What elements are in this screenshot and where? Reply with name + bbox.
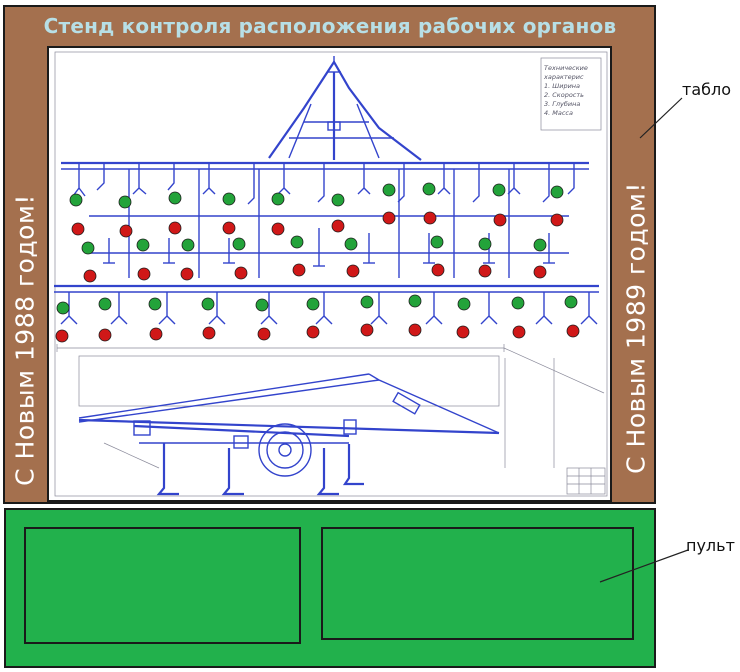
hitch-frame: [268, 56, 422, 161]
indicator-red: [119, 224, 133, 238]
indicator-red: [234, 266, 248, 280]
upper-indicators: [69, 182, 564, 283]
indicator-red: [149, 327, 163, 341]
indicator-green: [232, 237, 246, 251]
indicator-red: [533, 265, 547, 279]
indicator-green: [168, 191, 182, 205]
middle-frame: [89, 169, 569, 278]
indicator-green: [331, 193, 345, 207]
indicator-green: [118, 195, 132, 209]
indicator-red: [566, 324, 580, 338]
console-panel-right: [321, 527, 634, 640]
indicator-red: [271, 222, 285, 236]
indicator-green: [69, 193, 83, 207]
lower-tines: [60, 292, 598, 325]
indicator-green: [422, 182, 436, 196]
pult-label: пульт: [686, 536, 735, 555]
indicator-red: [382, 211, 396, 225]
svg-text:Технические: Технические: [544, 64, 588, 72]
indicator-green: [255, 298, 269, 312]
indicator-red: [137, 267, 151, 281]
indicator-green: [382, 183, 396, 197]
indicator-green: [564, 295, 578, 309]
indicator-green: [271, 192, 285, 206]
tablo-leader-line: [639, 97, 683, 139]
svg-text:4. Масса: 4. Масса: [544, 109, 573, 117]
indicator-green: [201, 297, 215, 311]
indicator-green: [430, 235, 444, 249]
indicator-red: [478, 264, 492, 278]
indicator-red: [360, 323, 374, 337]
indicator-green: [56, 301, 70, 315]
indicator-red: [431, 263, 445, 277]
board-title: Стенд контроля расположения рабочих орга…: [43, 14, 617, 38]
indicator-green: [344, 237, 358, 251]
indicator-green: [81, 241, 95, 255]
indicator-green: [511, 296, 525, 310]
indicator-red: [98, 328, 112, 342]
indicator-green: [222, 192, 236, 206]
indicator-green: [306, 297, 320, 311]
indicator-red: [493, 213, 507, 227]
indicator-green: [550, 185, 564, 199]
indicator-green: [136, 238, 150, 252]
indicator-red: [83, 269, 97, 283]
indicator-red: [292, 263, 306, 277]
indicator-green: [360, 295, 374, 309]
indicator-green: [457, 297, 471, 311]
svg-text:3. Глубина: 3. Глубина: [544, 100, 580, 108]
indicator-red: [55, 329, 69, 343]
console-panel-left: [24, 527, 301, 644]
side-view: [78, 355, 555, 496]
indicator-red: [202, 326, 216, 340]
indicator-green: [98, 297, 112, 311]
svg-text:2. Скорость: 2. Скорость: [544, 91, 584, 99]
indicator-green: [290, 235, 304, 249]
pult-leader-line: [599, 549, 689, 583]
indicator-green: [148, 297, 162, 311]
stamp-text: Технические характерис 1. Ширина 2. Скор…: [543, 64, 588, 117]
tablo-label: табло: [682, 80, 732, 99]
indicator-red: [408, 323, 422, 337]
indicator-red: [257, 327, 271, 341]
indicator-green: [533, 238, 547, 252]
indicator-red: [168, 221, 182, 235]
indicator-green: [492, 183, 506, 197]
lower-indicators: [55, 294, 580, 343]
indicator-red: [423, 211, 437, 225]
svg-text:характерис: характерис: [543, 73, 584, 81]
indicator-red: [71, 222, 85, 236]
indicator-red: [222, 221, 236, 235]
indicator-green: [181, 238, 195, 252]
control-console: [4, 508, 656, 668]
technical-drawing: .ln { stroke: #3344cc; fill: none; strok…: [47, 46, 612, 502]
indicator-red: [512, 325, 526, 339]
indicator-red: [331, 219, 345, 233]
indicator-green: [478, 237, 492, 251]
svg-text:1. Ширина: 1. Ширина: [544, 82, 580, 90]
indicator-green: [408, 294, 422, 308]
indicator-red: [456, 325, 470, 339]
indicator-red: [346, 264, 360, 278]
upper-tines: [72, 163, 575, 205]
indicator-red: [180, 267, 194, 281]
cultivator-drawing: .ln { stroke: #3344cc; fill: none; strok…: [54, 51, 608, 497]
indicator-red: [550, 213, 564, 227]
indicator-red: [306, 325, 320, 339]
